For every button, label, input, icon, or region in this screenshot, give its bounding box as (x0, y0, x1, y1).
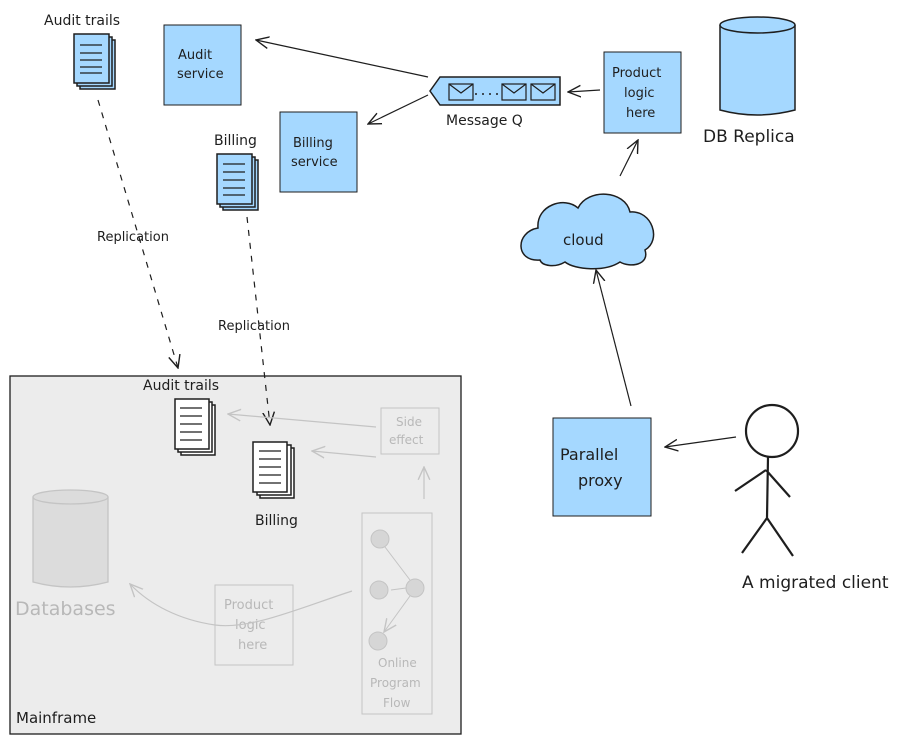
audit-trails-label: Audit trails (44, 13, 120, 29)
mainframe-billing[interactable]: Billing (252, 441, 298, 529)
envelope-icon (530, 83, 556, 101)
databases[interactable]: Databases (15, 489, 116, 620)
audit-trails-docs[interactable]: Audit trails (44, 13, 120, 90)
document-stack-icon (252, 441, 295, 499)
databases-label: Databases (15, 598, 116, 620)
billing-service-label-1: Billing (293, 136, 333, 151)
parallel-proxy-box[interactable]: Parallel proxy (552, 417, 652, 517)
arrow-side-effect-to-audit-trails (228, 414, 377, 428)
envelope-icon (448, 83, 474, 101)
database-cylinder-icon (32, 489, 109, 588)
envelope-icon (501, 83, 527, 101)
cloud[interactable]: cloud (520, 193, 655, 270)
flow-edges (384, 546, 411, 632)
document-stack-icon (73, 33, 116, 90)
arrow-product-logic-to-queue (568, 90, 601, 92)
mainframe-product-logic-label-1: Product (224, 598, 273, 613)
client-label: A migrated client (742, 573, 889, 593)
mainframe-title: Mainframe (16, 709, 96, 727)
arrow-cloud-to-product-logic (619, 140, 638, 177)
program-flow-label-3: Flow (383, 696, 411, 710)
database-cylinder-icon (719, 16, 796, 116)
message-queue[interactable]: Message Q (429, 76, 561, 129)
arrows (97, 40, 737, 447)
online-program-flow-box[interactable]: Online Program Flow (361, 512, 433, 715)
mainframe-audit-trails[interactable]: Audit trails (143, 378, 219, 456)
document-stack-icon (216, 153, 259, 211)
mainframe-audit-trails-label: Audit trails (143, 378, 219, 394)
arrow-queue-to-audit-service (256, 40, 429, 78)
mainframe-billing-label: Billing (255, 513, 298, 529)
migrated-client[interactable]: A migrated client (734, 403, 889, 593)
message-queue-label: Message Q (446, 113, 523, 129)
document-stack-icon (174, 398, 216, 456)
product-logic-label-2: logic (624, 86, 655, 101)
audit-service-label-1: Audit (178, 48, 212, 63)
audit-service-box[interactable]: Audit service (163, 24, 242, 106)
side-effect-label-1: Side (396, 415, 422, 429)
parallel-proxy-label-1: Parallel (560, 445, 618, 464)
side-effect-box[interactable]: Side effect (380, 407, 440, 455)
program-flow-label-1: Online (378, 656, 417, 670)
mainframe-arrows (130, 414, 424, 627)
billing-service-box[interactable]: Billing service (279, 111, 358, 193)
arrow-proxy-to-cloud (596, 270, 632, 407)
mainframe-product-logic-label-3: here (238, 638, 267, 653)
db-replica[interactable]: DB Replica (703, 16, 796, 147)
db-replica-label: DB Replica (703, 127, 795, 147)
parallel-proxy-label-2: proxy (578, 471, 623, 490)
arrow-side-effect-to-billing (312, 451, 377, 457)
cloud-label: cloud (563, 231, 604, 249)
arrow-queue-to-billing-service (368, 94, 429, 124)
program-flow-label-2: Program (370, 676, 421, 690)
person-icon (734, 403, 800, 557)
replication-label-billing: Replication (218, 319, 290, 334)
audit-service-label-2: service (177, 67, 224, 82)
replication-arrow-billing (246, 216, 270, 425)
billing-service-label-2: service (291, 155, 338, 170)
product-logic-label-3: here (626, 106, 655, 121)
replication-label-audit: Replication (97, 230, 169, 245)
billing-label: Billing (214, 133, 257, 149)
side-effect-label-2: effect (389, 433, 424, 447)
mainframe-product-logic-box[interactable]: Product logic here (214, 584, 294, 666)
arrow-flow-to-databases (130, 584, 353, 627)
cloud-icon (520, 193, 655, 270)
product-logic-box[interactable]: Product logic here (603, 51, 682, 134)
billing-docs[interactable]: Billing (214, 133, 259, 211)
product-logic-label-1: Product (612, 66, 661, 81)
arrow-client-to-proxy (665, 436, 737, 447)
